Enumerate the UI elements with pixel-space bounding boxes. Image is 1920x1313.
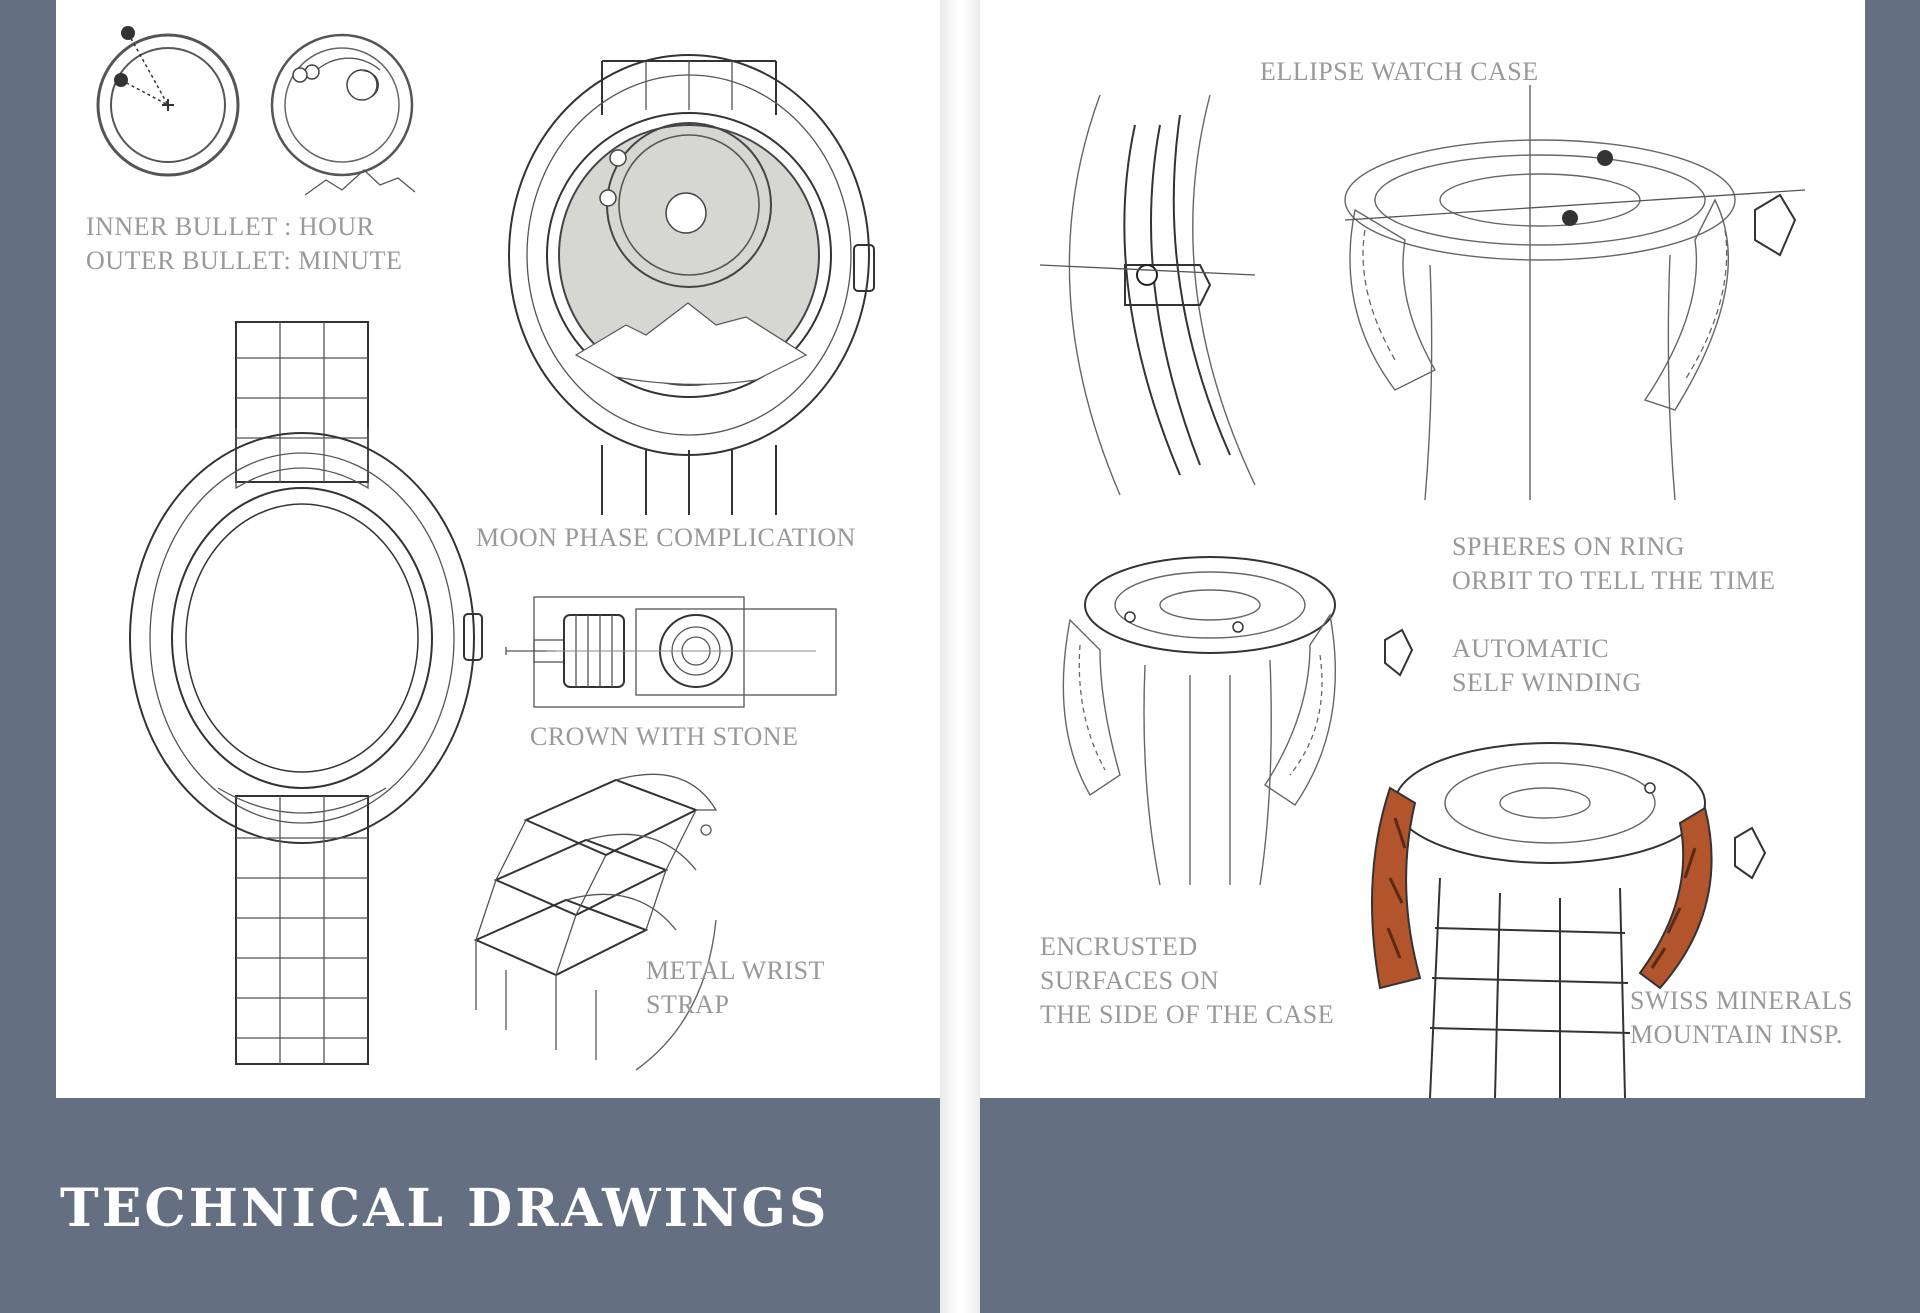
spheres-label-line2: ORBIT TO TELL THE TIME: [1452, 566, 1776, 595]
swiss-label-line1: SWISS MINERALS: [1630, 986, 1853, 1015]
automatic-label-line1: AUTOMATIC: [1452, 634, 1610, 663]
crown-label: CROWN WITH STONE: [530, 722, 799, 751]
encrusted-case-sketch: [1062, 556, 1414, 886]
footer-band-right: [980, 1098, 1920, 1313]
metal-strap-drawing: [473, 773, 718, 1071]
bracelet-watch-drawing: [129, 321, 483, 1065]
moon-phase-label: MOON PHASE COMPLICATION: [476, 523, 856, 552]
moon-phase-watch-drawing: [508, 54, 875, 515]
spine-shadow: [940, 0, 980, 1313]
swiss-label-line2: MOUNTAIN INSP.: [1630, 1020, 1843, 1049]
hands-label-line1: INNER BULLET : HOUR: [86, 212, 375, 241]
encrusted-label-line1: ENCRUSTED: [1040, 932, 1198, 961]
encrusted-label-line3: THE SIDE OF THE CASE: [1040, 1000, 1335, 1029]
automatic-label-line2: SELF WINDING: [1452, 668, 1642, 697]
crown-drawing: [505, 596, 837, 708]
swiss-minerals-sketch: [1371, 742, 1767, 1099]
case-spheres-sketch: [1344, 85, 1806, 501]
footer-band-left: [0, 1098, 940, 1313]
strap-label-line2: STRAP: [646, 990, 730, 1019]
hands-diagram: [96, 26, 416, 196]
case-side-profile-sketch: [1039, 94, 1256, 496]
left-page: INNER BULLET : HOUR OUTER BULLET: MINUTE…: [56, 0, 940, 1098]
section-title: TECHNICAL DRAWINGS: [60, 1178, 830, 1239]
hands-label-line2: OUTER BULLET: MINUTE: [86, 246, 403, 275]
spheres-label-line1: SPHERES ON RING: [1452, 532, 1685, 561]
right-page: ELLIPSE WATCH CASE SPHERES ON RING ORBIT…: [980, 0, 1865, 1099]
strap-label-line1: METAL WRIST: [646, 956, 825, 985]
encrusted-label-line2: SURFACES ON: [1040, 966, 1220, 995]
case-label: ELLIPSE WATCH CASE: [1260, 57, 1539, 86]
